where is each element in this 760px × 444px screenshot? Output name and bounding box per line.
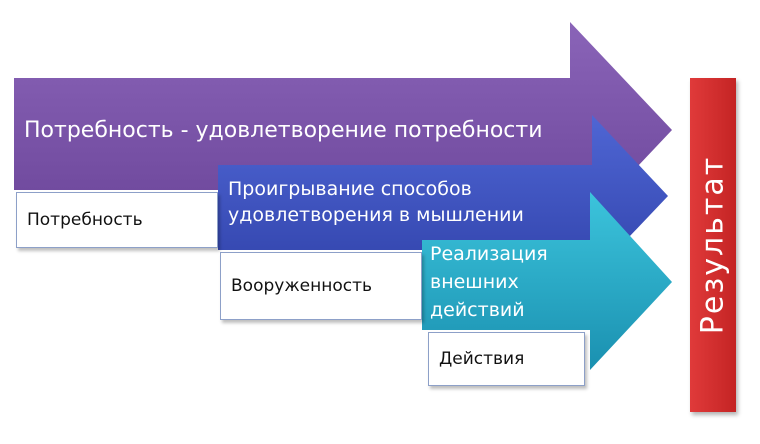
arrow-need-label: Потребность - удовлетворение потребности bbox=[24, 118, 543, 143]
label-line: внешних bbox=[430, 271, 519, 293]
box-need: Потребность bbox=[16, 192, 218, 248]
label-line: Реализация bbox=[430, 243, 548, 265]
arrow-actions-label: Реализация внешних действий bbox=[430, 240, 548, 324]
arrow-actions bbox=[422, 192, 672, 370]
arrow-thinking bbox=[218, 115, 668, 276]
label-line: Проигрывание способов bbox=[228, 178, 472, 200]
label-line: действий bbox=[430, 299, 525, 321]
box-readiness: Вооруженность bbox=[220, 252, 422, 320]
result-bar: Результат bbox=[690, 78, 736, 412]
label-line: удовлетворения в мышлении bbox=[228, 204, 524, 226]
box-actions: Действия bbox=[428, 332, 585, 386]
result-label: Результат bbox=[695, 155, 731, 335]
arrow-thinking-label: Проигрывание способов удовлетворения в м… bbox=[228, 176, 524, 228]
